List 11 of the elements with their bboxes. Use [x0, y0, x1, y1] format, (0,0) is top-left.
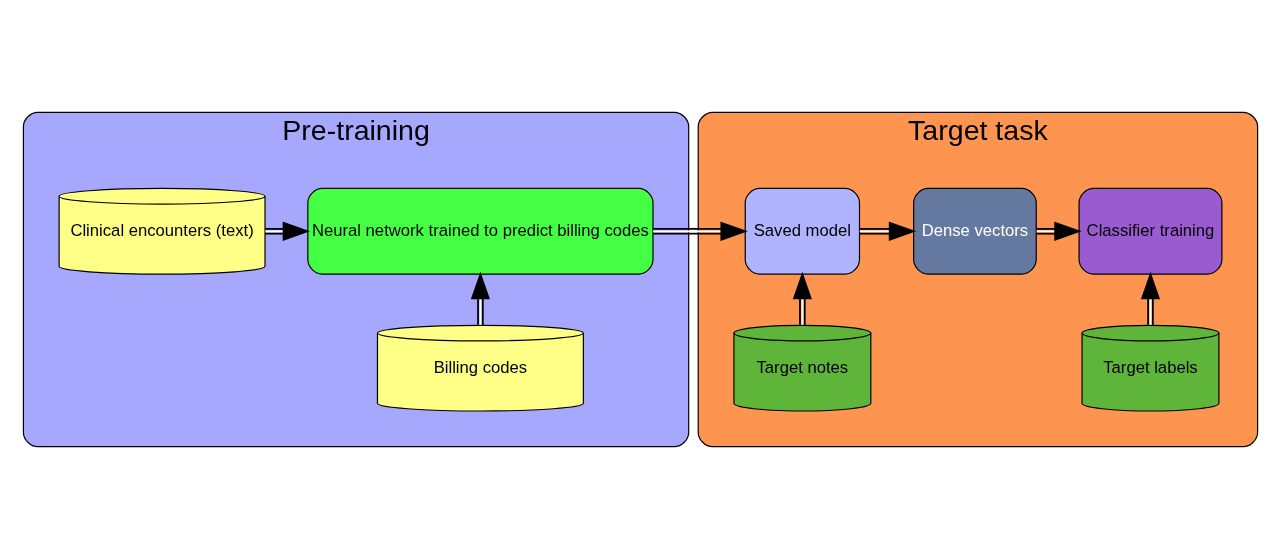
node-box: Neural network trained to predict billing codes	[307, 187, 654, 275]
arrow	[1140, 271, 1161, 326]
arrow	[1035, 221, 1082, 241]
arrow	[264, 221, 311, 241]
arrow	[652, 221, 748, 241]
arrow	[470, 271, 490, 326]
node-box: Dense vectors	[913, 187, 1037, 275]
node-box: Classifier training	[1078, 187, 1223, 275]
arrow	[858, 221, 917, 241]
arrow	[792, 271, 812, 326]
node-box: Saved model	[744, 187, 861, 275]
